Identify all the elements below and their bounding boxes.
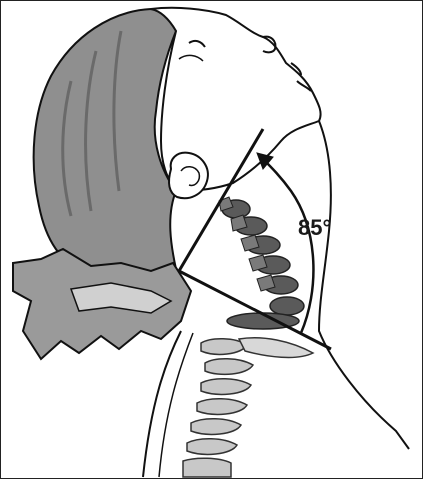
collar-bone [239, 338, 313, 358]
neck-back-inner [159, 333, 193, 477]
angle-label: 85° [298, 215, 331, 241]
ear [169, 153, 208, 199]
neck-front [319, 121, 409, 449]
thoracic-spine [183, 339, 253, 477]
hair [34, 9, 176, 280]
